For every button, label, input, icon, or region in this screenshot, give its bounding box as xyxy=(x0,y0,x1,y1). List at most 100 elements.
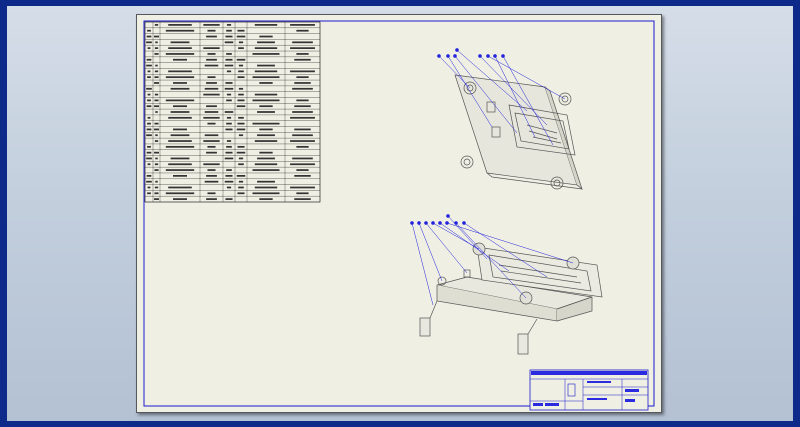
bom-cell-mark xyxy=(225,58,233,61)
bom-cell-mark xyxy=(236,151,246,154)
bom-cell-mark xyxy=(168,70,192,73)
bom-cell-mark xyxy=(203,47,220,49)
bom-cell-mark xyxy=(173,82,187,84)
bom-cell-mark xyxy=(224,64,234,67)
bom-cell-mark xyxy=(203,163,220,166)
bom-cell-mark xyxy=(154,198,159,200)
bill-of-materials-table[interactable] xyxy=(144,21,321,203)
bom-cell-mark xyxy=(224,41,234,44)
bom-cell-mark xyxy=(170,87,190,90)
bom-cell-mark xyxy=(173,175,187,177)
bom-cell-mark xyxy=(224,157,234,160)
bom-cell-mark xyxy=(252,99,280,102)
bom-cell-mark xyxy=(226,70,232,73)
bom-cell-mark xyxy=(154,163,159,166)
bom-cell-mark xyxy=(252,76,280,79)
bom-cell-mark xyxy=(226,53,232,55)
drawing-canvas xyxy=(143,20,655,411)
bom-cell-mark xyxy=(259,198,273,200)
bom-cell-mark xyxy=(254,140,278,142)
bom-cell-mark xyxy=(207,192,216,195)
bom-cell-mark xyxy=(147,29,151,32)
bom-cell-mark xyxy=(147,47,151,49)
bom-cell-mark xyxy=(296,29,309,32)
bom-cell-mark xyxy=(147,76,151,79)
bom-cell-mark xyxy=(252,122,280,125)
bom-cell-mark xyxy=(238,157,244,160)
bom-cell-mark xyxy=(290,47,315,49)
bom-cell-mark xyxy=(294,128,311,131)
bom-cell-mark xyxy=(257,180,275,183)
bom-cell-mark xyxy=(170,111,190,113)
bom-cell-mark xyxy=(168,47,192,49)
bom-cell-mark xyxy=(238,70,244,73)
bom-cell-mark xyxy=(154,192,159,195)
bom-cell-mark xyxy=(154,35,159,38)
bom-cell-mark xyxy=(206,82,217,84)
bom-cell-mark xyxy=(147,93,151,96)
bom-cell-mark xyxy=(238,134,244,137)
bom-cell-mark xyxy=(292,87,313,90)
bom-cell-mark xyxy=(204,64,219,67)
bom-cell-mark xyxy=(254,70,278,73)
bom-cell-mark xyxy=(252,53,280,55)
bom-cell-mark xyxy=(254,24,278,26)
title-block[interactable] xyxy=(529,369,649,411)
bom-cell-mark xyxy=(168,163,192,166)
bom-cell-mark xyxy=(154,76,159,79)
bom-cell-mark xyxy=(206,58,217,61)
isometric-view-top[interactable] xyxy=(454,74,583,191)
bom-cell-mark xyxy=(207,145,216,148)
graphics-viewport[interactable] xyxy=(7,6,793,421)
bom-cell-mark xyxy=(165,29,195,32)
bom-cell-mark xyxy=(237,145,245,148)
bom-cell-mark xyxy=(226,93,232,96)
bom-cell-mark xyxy=(154,24,159,26)
bom-cell-mark xyxy=(168,186,192,189)
bom-cell-mark xyxy=(294,105,311,108)
bom-cell-mark xyxy=(259,128,273,131)
bom-cell-mark xyxy=(296,145,309,148)
bom-cell-mark xyxy=(292,134,313,137)
isometric-view-bottom[interactable] xyxy=(419,242,603,355)
bom-cell-mark xyxy=(259,82,273,84)
bom-cell-mark xyxy=(173,58,187,61)
bom-cell-mark xyxy=(207,53,216,55)
bom-cell-mark xyxy=(237,76,245,79)
bom-cell-mark xyxy=(238,93,244,96)
bom-cell-mark xyxy=(207,29,216,32)
bom-cell-mark xyxy=(290,70,315,73)
bom-cell-mark xyxy=(226,186,232,189)
bom-cell-mark xyxy=(146,134,152,137)
bom-cell-mark xyxy=(238,186,244,189)
bom-cell-mark xyxy=(203,24,220,26)
drawing-sheet[interactable] xyxy=(136,14,662,413)
bom-cell-mark xyxy=(254,47,278,49)
bom-cell-mark xyxy=(238,116,244,119)
bom-cell-mark xyxy=(292,41,313,44)
bom-cell-mark xyxy=(203,116,220,119)
bom-cell-mark xyxy=(294,82,311,84)
bom-cell-mark xyxy=(173,105,187,108)
bom-cell-mark xyxy=(257,134,275,137)
bom-cell-mark xyxy=(226,99,232,102)
bom-cell-mark xyxy=(237,192,245,195)
bom-cell-mark xyxy=(168,116,192,119)
bom-cell-mark xyxy=(147,122,151,125)
bom-cell-mark xyxy=(294,58,311,61)
bom-cell-mark xyxy=(165,192,195,195)
bom-cell-mark xyxy=(225,82,233,84)
bom-cell-mark xyxy=(294,175,311,177)
bom-cell-mark xyxy=(165,76,195,79)
bom-cell-mark xyxy=(154,47,159,49)
bom-cell-mark xyxy=(154,186,159,189)
bom-cell-mark xyxy=(296,53,309,55)
bom-cell-mark xyxy=(146,105,152,108)
bom-cell-mark xyxy=(165,53,195,55)
bom-cell-mark xyxy=(146,87,152,90)
bom-cell-mark xyxy=(154,122,159,125)
bom-cell-mark xyxy=(238,64,244,67)
bom-cell-mark xyxy=(203,93,220,96)
bom-cell-mark xyxy=(236,58,246,61)
bom-cell-mark xyxy=(296,99,309,102)
